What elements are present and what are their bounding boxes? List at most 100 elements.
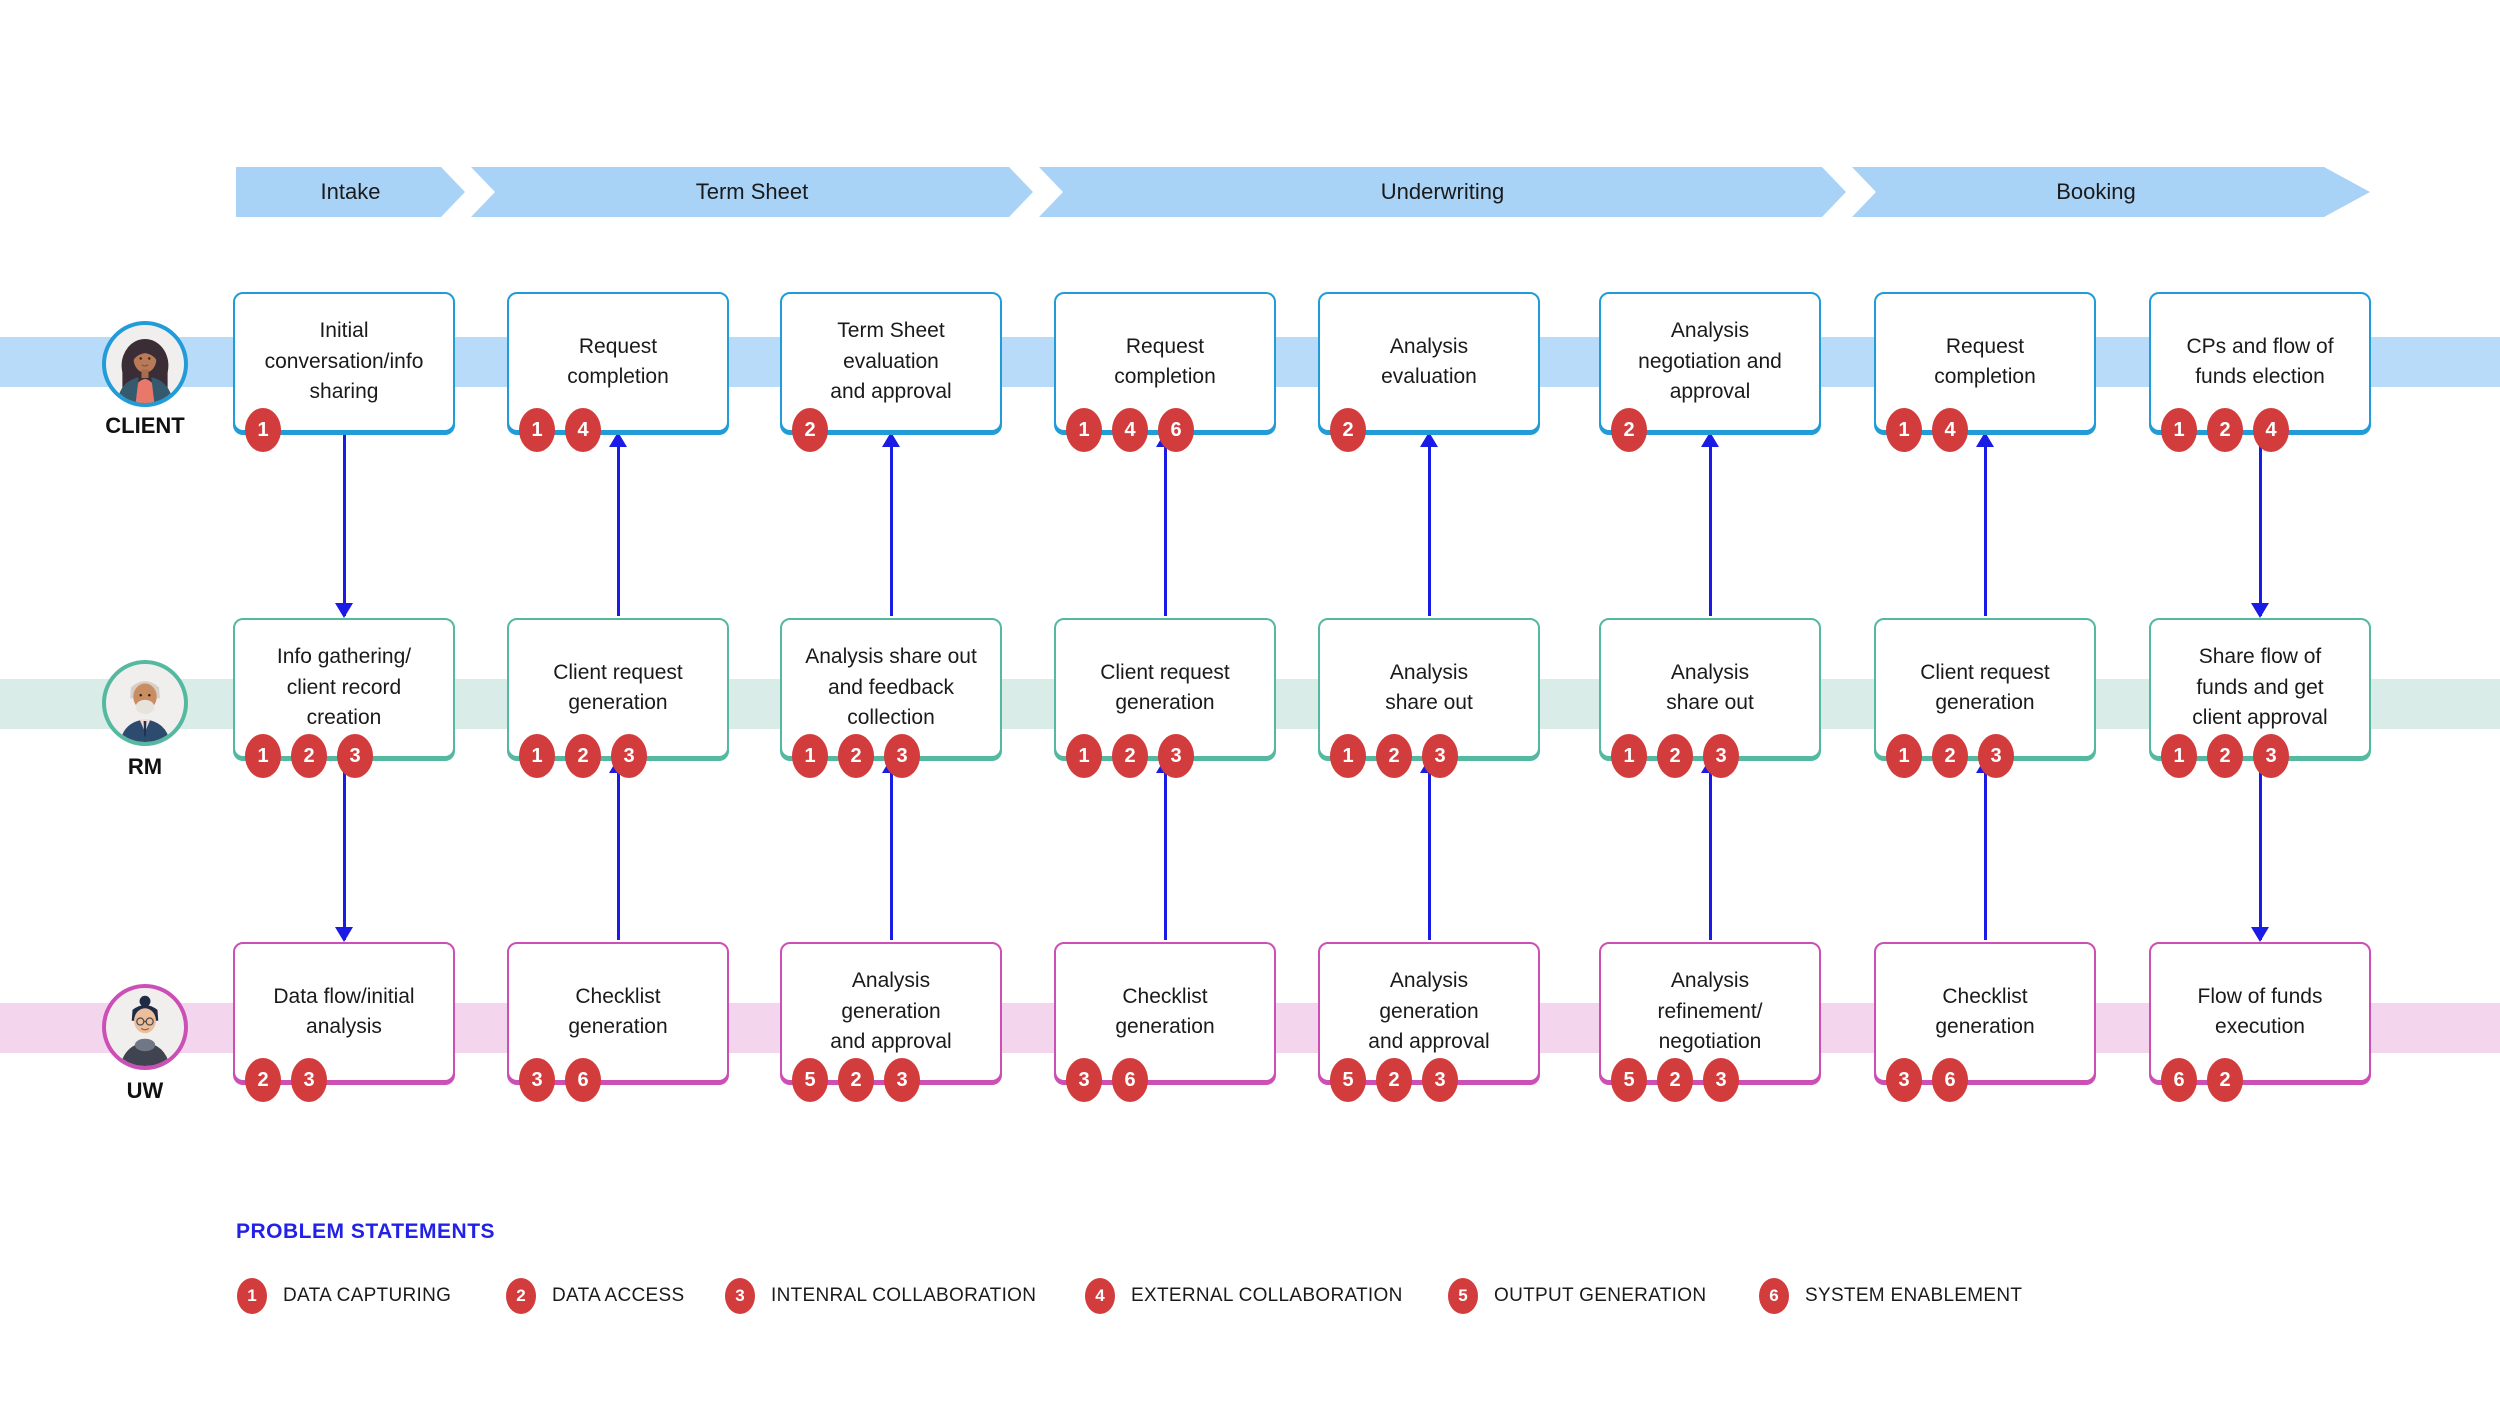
phase-label: Underwriting <box>1380 179 1505 204</box>
problem-badge-2: 2 <box>2207 1058 2243 1102</box>
problem-badge-row: 2 <box>792 408 828 452</box>
legend-badge-5: 5 <box>1448 1278 1478 1314</box>
problem-badge-2: 2 <box>838 734 874 778</box>
legend-badge-2: 2 <box>506 1278 536 1314</box>
problem-badge-1: 1 <box>1886 408 1922 452</box>
uw-avatar <box>102 984 188 1070</box>
flow-arrow-rm-uw-col8 <box>2251 760 2269 942</box>
rm-avatar <box>102 660 188 746</box>
flow-arrow-rm-uw-col5 <box>1420 758 1438 940</box>
problem-badge-3: 3 <box>1422 1058 1458 1102</box>
legend-badge-1: 1 <box>237 1278 267 1314</box>
phase-segment-underwriting: Underwriting <box>1039 167 1846 217</box>
legend-title: PROBLEM STATEMENTS <box>236 1220 496 1243</box>
step-title: Analysis share out and feedback collecti… <box>805 645 977 730</box>
problem-badge-2: 2 <box>1376 1058 1412 1102</box>
problem-badge-1: 1 <box>2161 408 2197 452</box>
client-avatar-icon <box>116 339 174 403</box>
step-title: Info gathering/ client record creation <box>276 645 412 730</box>
problem-badge-2: 2 <box>1376 734 1412 778</box>
problem-badge-2: 2 <box>1932 734 1968 778</box>
problem-badge-5: 5 <box>792 1058 828 1102</box>
problem-badge-4: 4 <box>565 408 601 452</box>
problem-badge-1: 1 <box>519 734 555 778</box>
flow-arrow-client-rm-col8 <box>2251 434 2269 618</box>
problem-badge-row: 2 <box>1330 408 1366 452</box>
step-title: Checklist generation <box>1935 984 2035 1038</box>
step-title: CPs and flow of funds election <box>2186 334 2334 388</box>
problem-badge-1: 1 <box>1066 734 1102 778</box>
problem-badge-2: 2 <box>1657 1058 1693 1102</box>
problem-badge-3: 3 <box>884 734 920 778</box>
problem-badge-5: 5 <box>1611 1058 1647 1102</box>
step-title: Data flow/initial analysis <box>273 984 415 1038</box>
flow-arrow-client-rm-col7 <box>1976 432 1994 616</box>
flow-arrow-client-rm-col4 <box>1156 432 1174 616</box>
problem-badge-2: 2 <box>291 734 327 778</box>
step-title: Client request generation <box>553 660 683 714</box>
legend-label: OUTPUT GENERATION <box>1494 1285 1707 1306</box>
step-title: Checklist generation <box>1115 984 1215 1038</box>
problem-badge-2: 2 <box>565 734 601 778</box>
step-title: Client request generation <box>1920 660 2050 714</box>
step-title: Request completion <box>1114 334 1216 388</box>
problem-badge-6: 6 <box>565 1058 601 1102</box>
client-avatar <box>102 321 188 407</box>
problem-badge-2: 2 <box>1611 408 1647 452</box>
problem-badge-3: 3 <box>1886 1058 1922 1102</box>
problem-badge-3: 3 <box>1158 734 1194 778</box>
step-title: Initial conversation/info sharing <box>264 319 424 404</box>
step-title: Analysis generation and approval <box>1368 969 1490 1054</box>
phase-segment-booking: Booking <box>1852 167 2370 217</box>
flow-arrow-client-rm-col3 <box>882 432 900 616</box>
step-title: Analysis generation and approval <box>830 969 952 1054</box>
problem-badge-3: 3 <box>611 734 647 778</box>
problem-badge-1: 1 <box>2161 734 2197 778</box>
problem-badge-3: 3 <box>519 1058 555 1102</box>
problem-badge-2: 2 <box>245 1058 281 1102</box>
step-title: Flow of funds execution <box>2197 984 2323 1038</box>
flow-arrow-rm-uw-col7 <box>1976 758 1994 940</box>
problem-badge-1: 1 <box>1066 408 1102 452</box>
problem-badge-2: 2 <box>1657 734 1693 778</box>
problem-badge-4: 4 <box>1932 408 1968 452</box>
step-box-client-5: Analysis evaluation 2 <box>1318 292 1540 452</box>
rm-lane-label: RM <box>127 754 163 779</box>
legend-item-5: 5 OUTPUT GENERATION <box>1448 1278 1706 1314</box>
step-title: Share flow of funds and get client appro… <box>2192 645 2328 730</box>
client-lane-label: CLIENT <box>105 413 185 438</box>
problem-badge-5: 5 <box>1330 1058 1366 1102</box>
step-title: Analysis evaluation <box>1381 334 1477 388</box>
problem-badge-2: 2 <box>2207 734 2243 778</box>
step-box-rm-3: Analysis share out and feedback collecti… <box>780 618 1002 778</box>
flow-arrow-client-rm-col5 <box>1420 432 1438 616</box>
flow-arrow-rm-uw-col1 <box>335 760 353 942</box>
